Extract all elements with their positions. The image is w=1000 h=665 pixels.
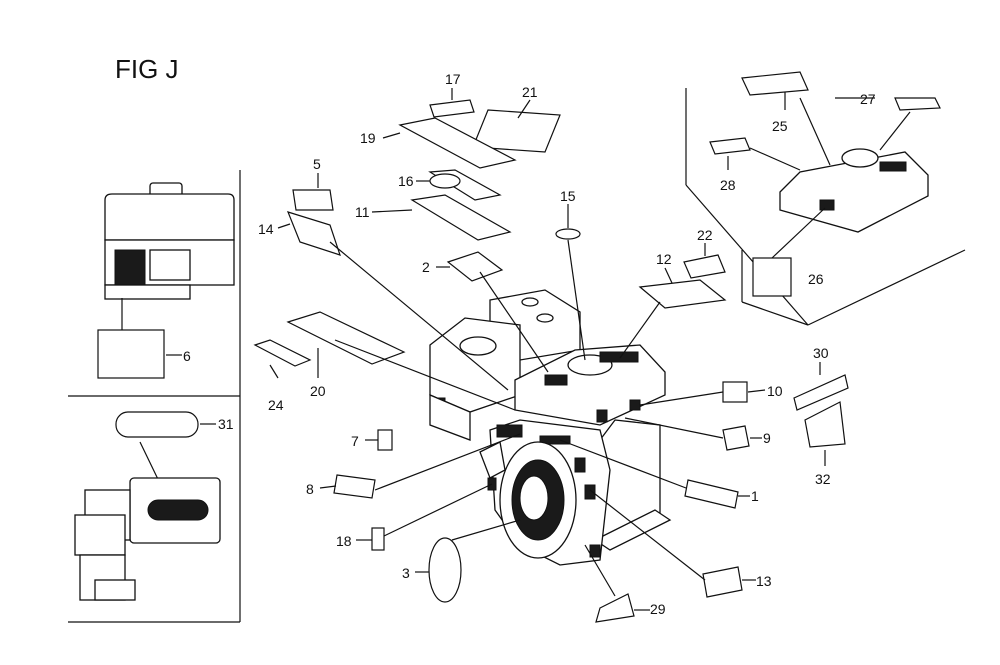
label-28: 28 (720, 177, 736, 193)
decal-15 (555, 228, 581, 240)
decal-28 (709, 137, 751, 155)
label-11: 11 (355, 204, 370, 220)
label-7: 7 (351, 433, 359, 449)
decal-8 (333, 474, 376, 499)
label-17: 17 (445, 71, 461, 87)
label-2: 2 (422, 259, 430, 275)
label-22: 22 (697, 227, 713, 243)
decal-1 (684, 479, 739, 509)
label-9: 9 (763, 430, 771, 446)
decal-30 (793, 374, 849, 411)
label-32: 32 (815, 471, 831, 487)
label-18: 18 (336, 533, 352, 549)
label-16: 16 (398, 173, 414, 189)
label-30: 30 (813, 345, 829, 361)
decal-3 (428, 537, 462, 603)
label-29: 29 (650, 601, 666, 617)
label-26: 26 (808, 271, 824, 287)
label-24: 24 (268, 397, 284, 413)
decal-5 (292, 189, 334, 211)
label-14: 14 (258, 221, 274, 237)
label-20: 20 (310, 383, 326, 399)
label-19: 19 (360, 130, 376, 146)
decal-25 (741, 71, 809, 96)
decal-27 (894, 97, 941, 111)
decal-11 (410, 194, 512, 241)
decal-13 (702, 566, 743, 598)
label-5: 5 (313, 156, 321, 172)
label-27: 27 (860, 91, 876, 107)
decal-21 (472, 109, 561, 153)
leader-lines (269, 88, 875, 611)
label-31: 31 (218, 416, 234, 432)
figure-title: FIG J (115, 54, 179, 84)
label-3: 3 (402, 565, 410, 581)
inset-engine-bottom (74, 477, 221, 601)
decal-31 (115, 411, 199, 438)
decal-19 (398, 117, 517, 169)
label-6: 6 (183, 348, 191, 364)
engine-assembly (429, 289, 672, 566)
decal-17 (429, 99, 475, 118)
decal-22 (683, 254, 726, 279)
decal-14 (286, 211, 341, 256)
decal-10 (722, 381, 748, 403)
label-25: 25 (772, 118, 788, 134)
decal-32 (804, 401, 846, 448)
label-1: 1 (751, 488, 759, 504)
fuel-tank-inset (779, 148, 929, 233)
tank-inset-frame (685, 88, 966, 326)
decal-29 (595, 593, 635, 623)
inset-engine-top (104, 182, 235, 300)
decal-12 (638, 279, 727, 309)
left-inset-panels (68, 170, 241, 623)
label-8: 8 (306, 481, 314, 497)
decal-26 (752, 257, 792, 297)
decal-24 (253, 339, 312, 367)
decal-18 (371, 527, 385, 551)
label-13: 13 (756, 573, 772, 589)
callout-labels: 17 21 19 16 11 5 14 2 15 22 12 20 24 6 3… (183, 71, 876, 617)
label-15: 15 (560, 188, 576, 204)
decal-7 (377, 429, 393, 451)
label-10: 10 (767, 383, 783, 399)
decal-9 (722, 425, 750, 451)
decal-20 (286, 311, 406, 365)
label-21: 21 (522, 84, 538, 100)
decal-2 (446, 251, 504, 282)
label-12: 12 (656, 251, 672, 267)
decal-6 (97, 329, 165, 379)
